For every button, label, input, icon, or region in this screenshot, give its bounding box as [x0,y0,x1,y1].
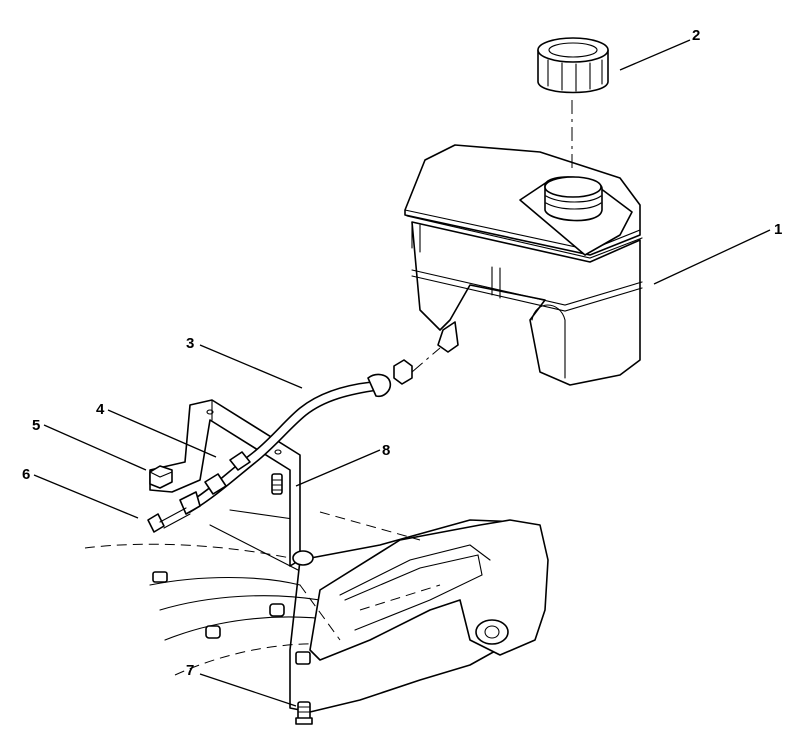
callout-1: 1 [774,221,782,238]
leader-8 [295,449,381,487]
bolt [271,473,283,495]
callout-4: 4 [96,401,105,418]
nut [149,465,173,489]
callout-5: 5 [32,417,40,434]
leader-3 [199,344,303,389]
tank-cap [537,37,609,94]
mounting-bracket [149,399,314,567]
leader-5 [43,424,147,471]
leader-1 [653,229,771,285]
leader-6 [33,474,139,519]
leader-lines [33,39,771,707]
chassis-frame [84,500,549,713]
callout-6: 6 [22,466,30,483]
hose-fitting [393,347,441,385]
fuel-tank [404,100,643,386]
leader-2 [619,39,691,71]
callout-3: 3 [186,335,194,352]
leader-7 [199,673,297,707]
callout-8: 8 [382,442,390,459]
callout-2: 2 [692,27,700,44]
callout-7: 7 [186,662,194,679]
bottom-bolt [295,701,313,725]
fuel-hose [147,373,392,533]
leader-4 [107,409,217,458]
callout-numbers: 1 2 3 4 5 6 7 8 [22,27,782,679]
